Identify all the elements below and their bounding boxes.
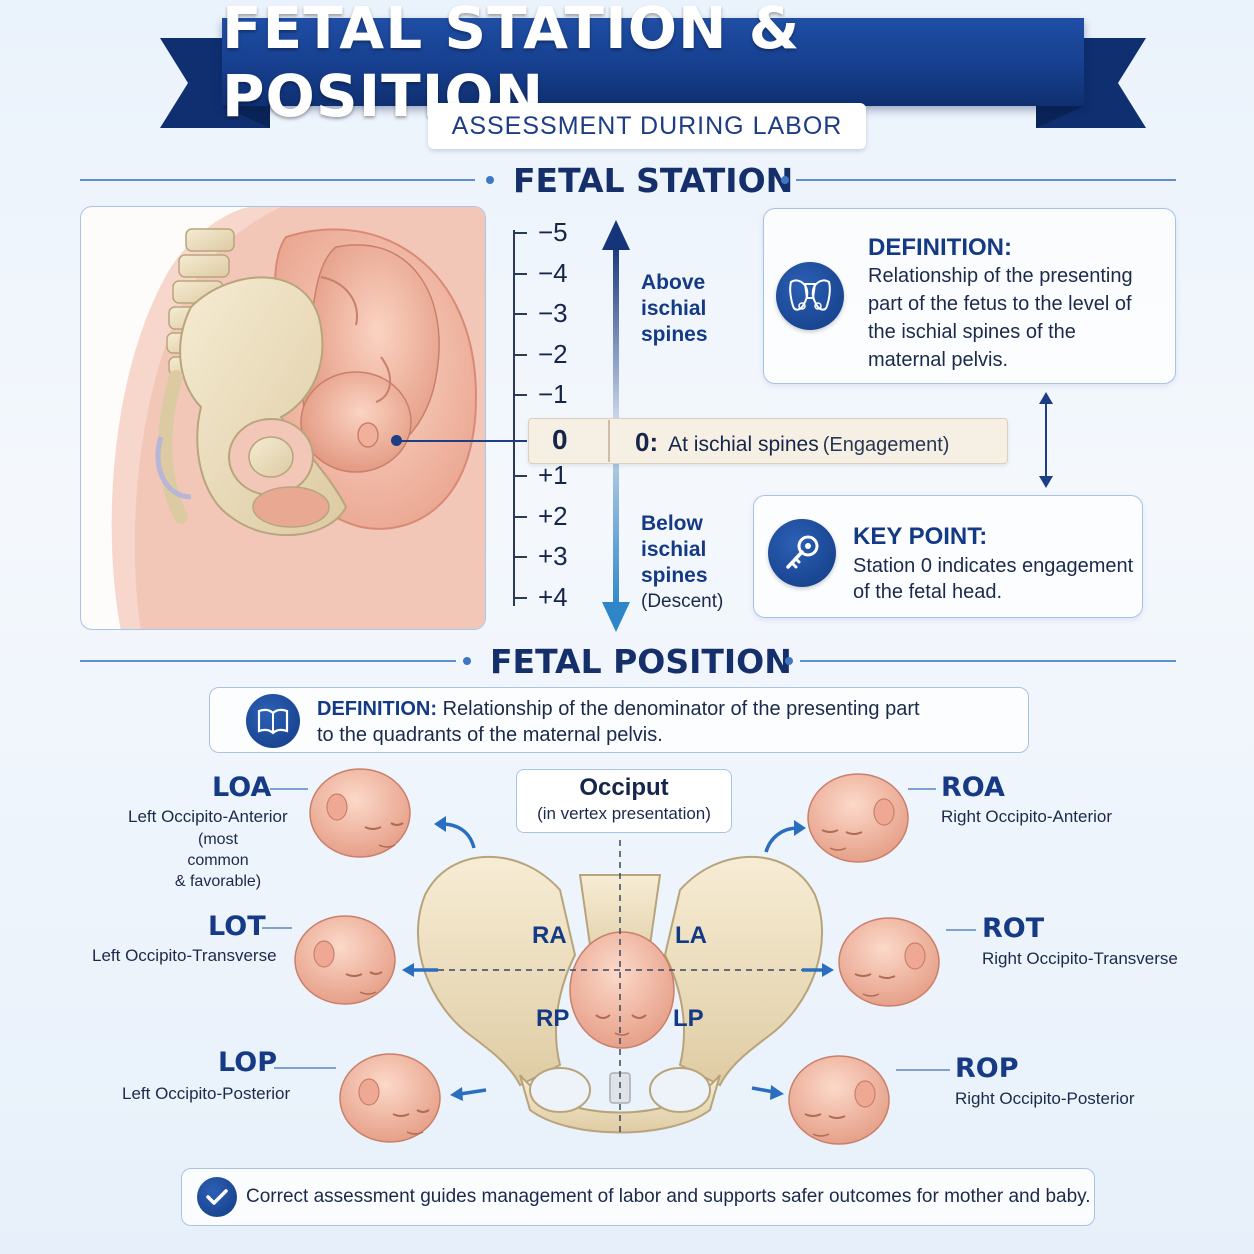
loa-note: (most common & favorable) xyxy=(174,831,262,890)
zero-bar-divider xyxy=(608,420,610,462)
connector-double-arrow xyxy=(1039,392,1053,488)
station-scale-axis xyxy=(513,230,515,606)
position-section-title: FETAL POSITION xyxy=(490,642,792,681)
rot-label: ROT xyxy=(982,913,1045,944)
roa-direction-arrow xyxy=(764,820,806,853)
above-ischial-spines-label: Above ischial spines xyxy=(641,271,708,346)
lot-direction-arrow xyxy=(402,963,438,977)
station-tick-label: −3 xyxy=(538,298,568,328)
descent-note: (Descent) xyxy=(641,591,724,612)
rop-label: ROP xyxy=(955,1053,1019,1084)
section-dot xyxy=(781,176,789,184)
lot-full-name: Left Occipito-Transverse xyxy=(92,946,277,965)
roa-full-name: Right Occipito-Anterior xyxy=(941,807,1113,826)
zero-station-description: 0:At ischial spines(Engagement) xyxy=(635,427,950,457)
station-tick xyxy=(513,556,527,558)
station-section-title: FETAL STATION xyxy=(513,161,794,200)
loa-full-name: Left Occipito-Anterior xyxy=(128,807,288,826)
station-definition-heading: DEFINITION: xyxy=(868,234,1012,261)
lop-direction-arrow xyxy=(450,1087,487,1101)
loa-leader-line xyxy=(270,788,308,790)
title-banner: FETAL STATION & POSITION xyxy=(222,0,1084,130)
occiput-callout: Occiput (in vertex presentation) xyxy=(516,769,732,833)
roa-leader-line xyxy=(908,788,936,790)
footer-box xyxy=(181,1168,1095,1226)
rop-full-name: Right Occipito-Posterior xyxy=(955,1089,1135,1108)
station-tick xyxy=(513,596,527,599)
lop-label: LOP xyxy=(218,1047,277,1078)
key-point-text: Station 0 indicates engagement of the fe… xyxy=(853,555,1134,603)
section-divider-left xyxy=(80,179,475,181)
rot-full-name: Right Occipito-Transverse xyxy=(982,949,1178,968)
station-tick xyxy=(513,475,527,477)
station-tick xyxy=(513,394,527,396)
roa-label: ROA xyxy=(941,772,1005,803)
check-icon xyxy=(197,1177,237,1217)
ischial-spine-marker xyxy=(391,435,402,446)
lot-fetal-head-icon xyxy=(294,915,396,1005)
key-icon xyxy=(768,519,836,587)
rot-leader-line xyxy=(946,929,976,931)
station-tick-label: −5 xyxy=(538,217,568,247)
occiput-title: Occiput xyxy=(579,774,669,801)
page-subtitle: ASSESSMENT DURING LABOR xyxy=(428,103,866,149)
section-divider-left xyxy=(80,660,456,662)
below-ischial-spines-label: Below ischial spines (Descent) xyxy=(641,511,723,615)
quadrant-la-label: LA xyxy=(675,922,707,949)
pregnancy-cross-section-illustration xyxy=(80,206,486,630)
loa-label: LOA xyxy=(212,772,272,803)
station-tick xyxy=(513,232,527,234)
key-point-heading: KEY POINT: xyxy=(853,523,988,550)
loa-direction-arrow xyxy=(434,816,476,849)
section-divider-right xyxy=(800,660,1176,662)
book-icon xyxy=(246,694,300,748)
rop-fetal-head-icon xyxy=(788,1055,890,1145)
rop-direction-arrow xyxy=(751,1085,784,1100)
lop-full-name: Left Occipito-Posterior xyxy=(122,1084,291,1103)
position-definition-text: DEFINITION: Relationship of the denomina… xyxy=(317,698,920,746)
station-tick-label: −2 xyxy=(538,338,568,369)
position-definition-box xyxy=(209,687,1029,753)
lot-label: LOT xyxy=(208,911,266,942)
lot-leader-line xyxy=(262,927,292,929)
station-tick-label: +4 xyxy=(538,581,568,612)
footer-text: Correct assessment guides management of … xyxy=(246,1186,1091,1207)
station-tick xyxy=(513,313,527,315)
quadrant-rp-label: RP xyxy=(536,1005,570,1032)
section-dot xyxy=(486,176,494,184)
zero-station-number: 0 xyxy=(552,424,568,455)
lop-leader-line xyxy=(274,1067,336,1069)
pelvis-front-view-illustration xyxy=(410,840,830,1135)
section-dot xyxy=(785,657,793,665)
rop-leader-line xyxy=(896,1069,950,1071)
loa-fetal-head-icon xyxy=(309,768,411,858)
station-tick-label: −1 xyxy=(538,379,568,409)
section-dot xyxy=(463,657,471,665)
station-tick xyxy=(513,353,527,356)
station-tick xyxy=(513,272,527,275)
station-definition-text: Relationship of the presenting part of t… xyxy=(868,265,1133,371)
pelvis-icon xyxy=(776,262,844,330)
station-leader-line xyxy=(397,440,527,442)
station-tick-label: +1 xyxy=(538,460,568,490)
occiput-note: (in vertex presentation) xyxy=(537,804,711,823)
rot-fetal-head-icon xyxy=(838,917,940,1007)
quadrant-lp-label: LP xyxy=(673,1005,704,1032)
roa-fetal-head-icon xyxy=(807,773,909,863)
station-tick-label: −4 xyxy=(538,257,568,288)
station-tick-label: +2 xyxy=(538,500,568,531)
station-tick-label: +3 xyxy=(538,541,568,571)
quadrant-ra-label: RA xyxy=(532,922,567,949)
lop-fetal-head-icon xyxy=(339,1053,441,1143)
station-tick xyxy=(513,515,527,518)
rot-direction-arrow xyxy=(802,963,834,977)
section-divider-right xyxy=(796,179,1176,181)
